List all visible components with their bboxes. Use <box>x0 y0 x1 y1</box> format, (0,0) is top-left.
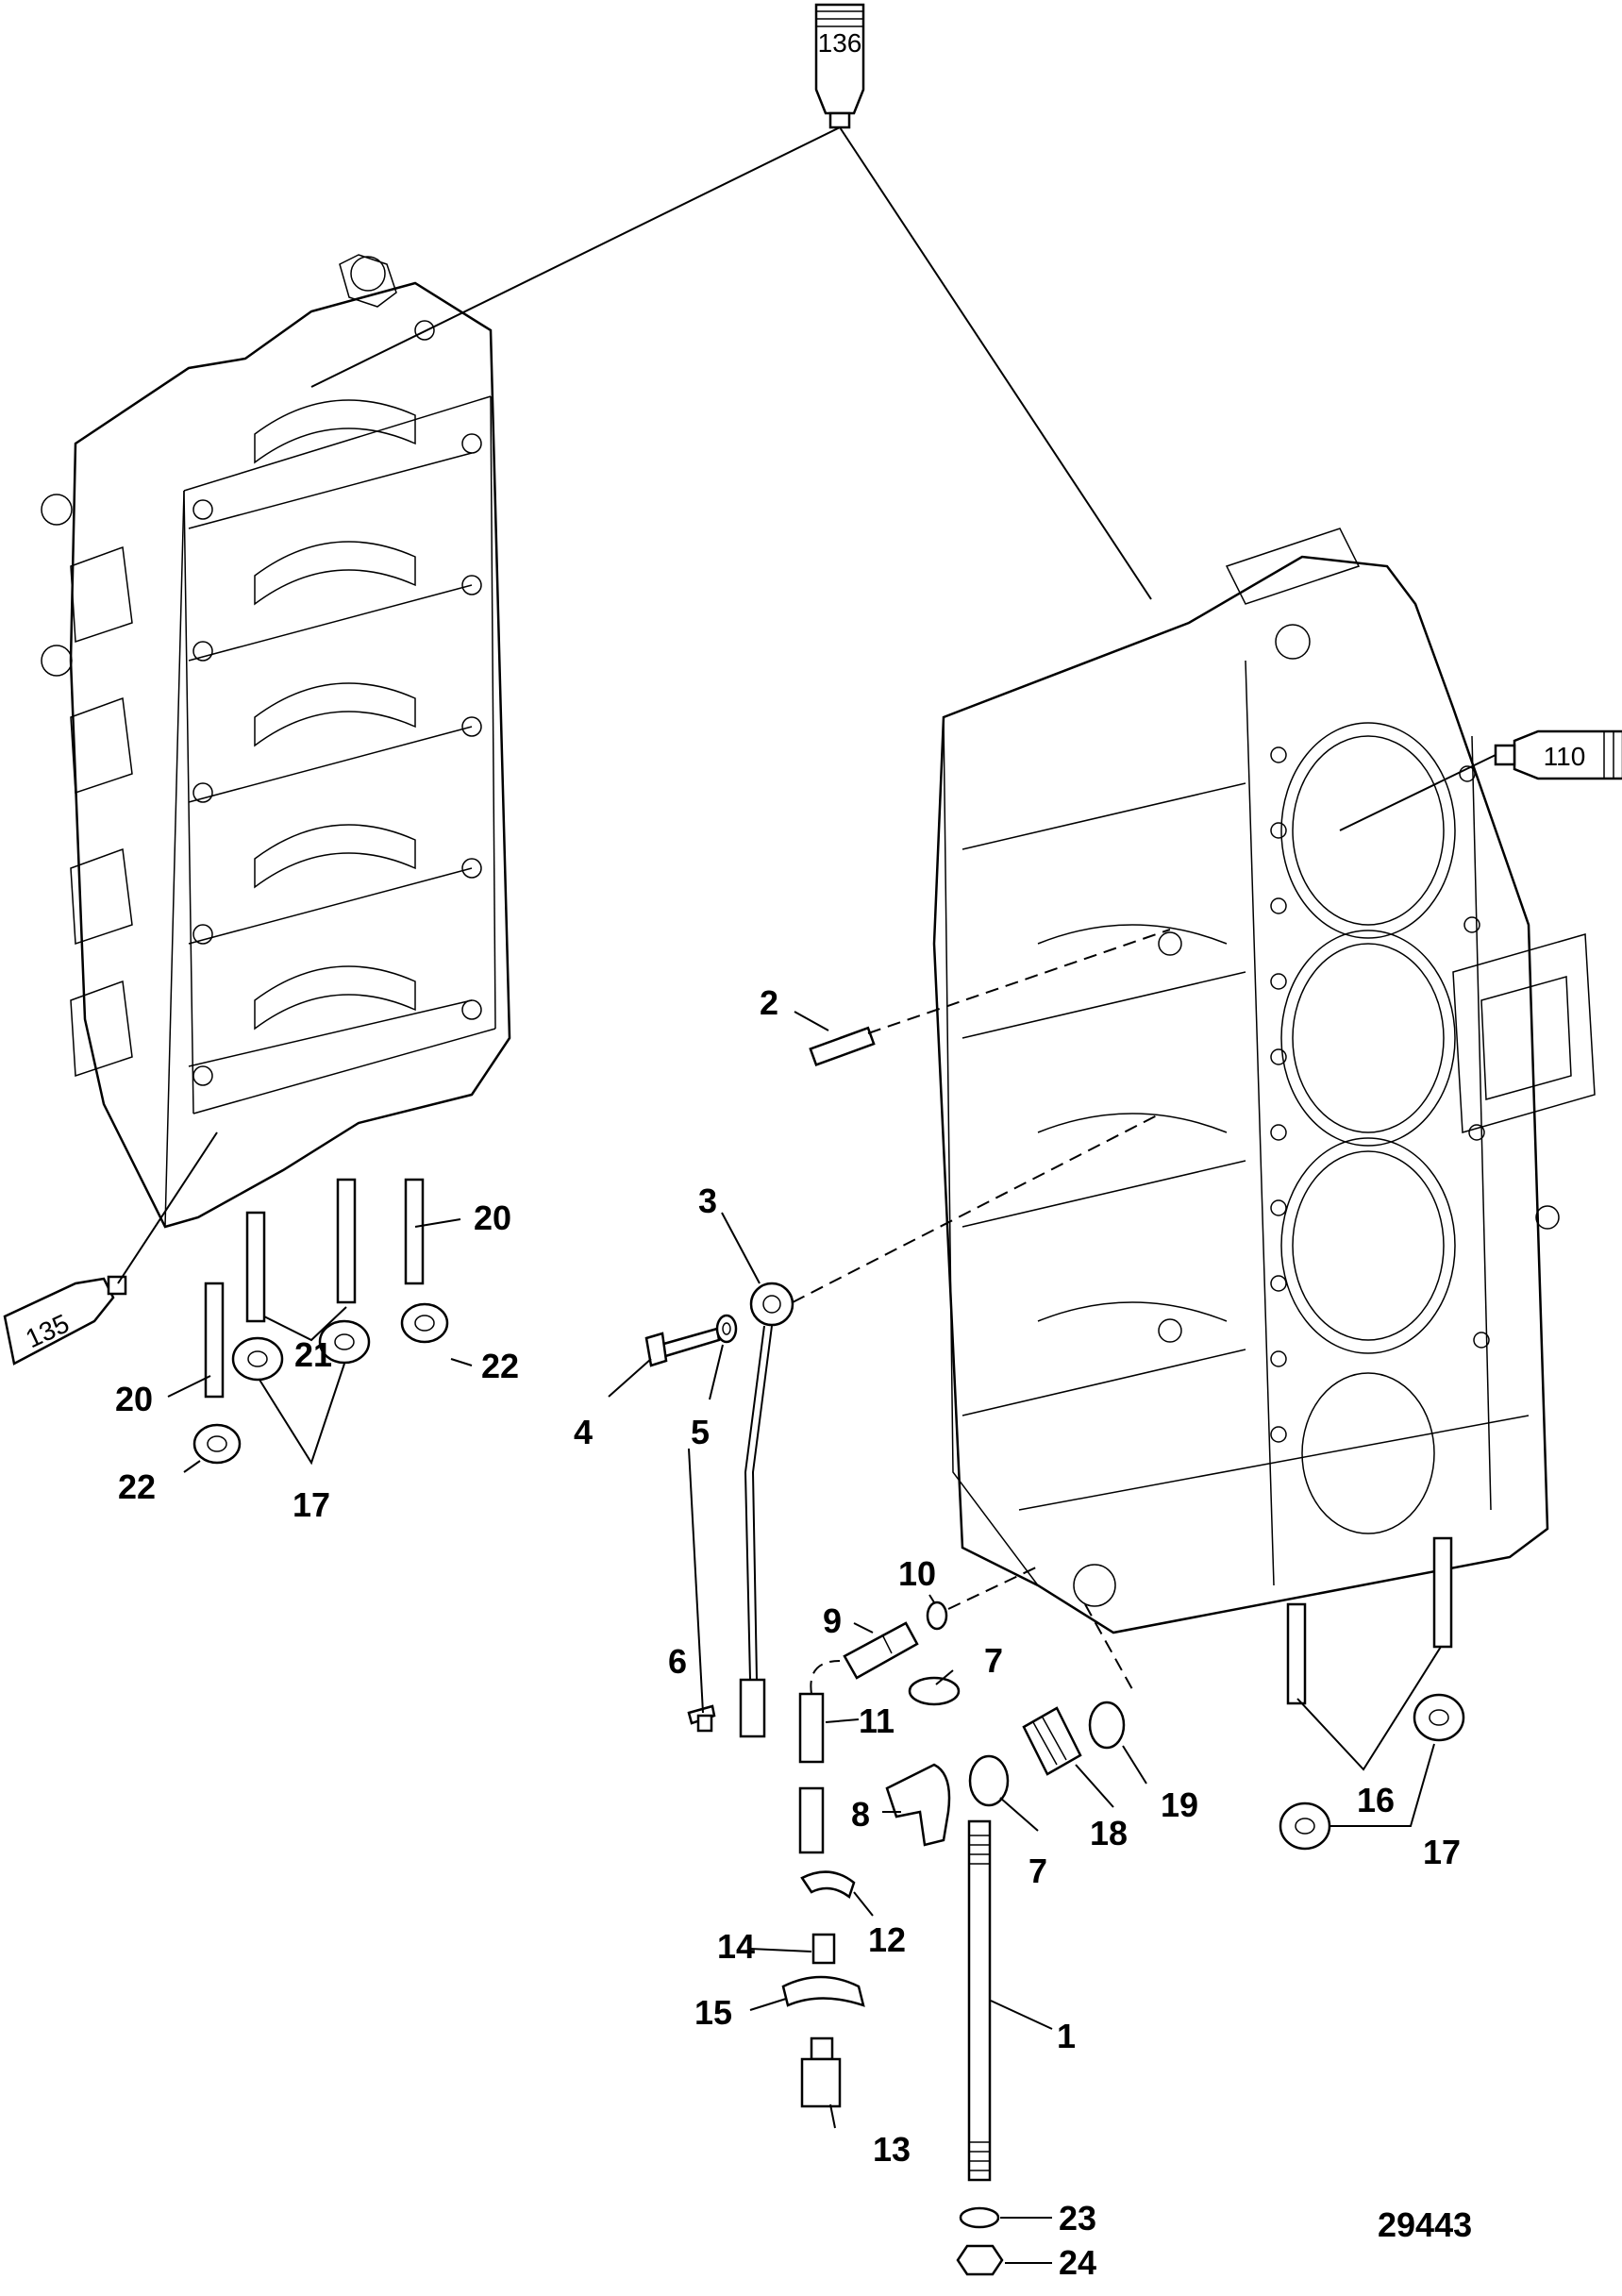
o-ring-19 <box>1088 1701 1126 1750</box>
callout-21: 21 <box>294 1335 332 1374</box>
tube-110-label: 110 <box>1544 742 1586 771</box>
callout-5: 5 <box>691 1413 710 1451</box>
callout-8: 8 <box>851 1795 870 1834</box>
callout-24: 24 <box>1059 2243 1096 2282</box>
callout-11: 11 <box>859 1701 895 1740</box>
callout-16: 16 <box>1357 1781 1395 1819</box>
long-stud <box>967 1819 992 2182</box>
flange-nuts-left <box>192 1302 449 1465</box>
callout-10: 10 <box>898 1554 936 1593</box>
sealant-tube-110: 110 <box>1494 729 1622 780</box>
hose <box>798 1660 841 1854</box>
callout-15: 15 <box>694 1993 732 2032</box>
small-fitting-14 <box>811 1933 836 1965</box>
callout-17a: 17 <box>293 1485 330 1524</box>
knock-sensor <box>739 1113 1162 1738</box>
screw <box>644 1327 721 1367</box>
callout-3: 3 <box>698 1182 717 1220</box>
callout-2: 2 <box>760 983 778 1022</box>
fitting-18-dash-line <box>1084 1603 1133 1690</box>
callout-9: 9 <box>823 1601 842 1640</box>
callout-17b: 17 <box>1423 1833 1461 1871</box>
callout-7a: 7 <box>984 1641 1003 1680</box>
callout-18: 18 <box>1090 1814 1128 1852</box>
callout-20b: 20 <box>115 1380 153 1418</box>
sealant-tube-136: 136 <box>814 3 865 129</box>
elbow <box>885 1763 951 1847</box>
crankcase-cover-illustration <box>41 254 511 1229</box>
callout-20a: 20 <box>474 1198 511 1237</box>
nut-24 <box>956 2244 1004 2276</box>
small-screw <box>687 1704 716 1733</box>
fitting-dash-line <box>947 1566 1039 1610</box>
temperature-sensor <box>800 2036 842 2108</box>
callout-1: 1 <box>1057 2017 1076 2055</box>
clamp-7a <box>908 1676 961 1706</box>
callout-leader-lines <box>167 1011 1442 2264</box>
sealant-leader-lines <box>117 126 1497 1284</box>
callout-numbers: 1 2 3 4 5 6 7 7 8 9 10 11 12 13 14 15 16… <box>115 983 1461 2282</box>
clamp-7b <box>968 1754 1010 1807</box>
studs-left <box>204 1178 425 1399</box>
cylinder-block-illustration <box>932 528 1596 1634</box>
callout-22a: 22 <box>481 1347 519 1385</box>
callout-7b: 7 <box>1028 1852 1047 1890</box>
callout-23: 23 <box>1059 2199 1096 2237</box>
tube-136-label: 136 <box>818 28 862 58</box>
bracket <box>781 1975 865 2007</box>
flange-nuts-right <box>1279 1693 1465 1851</box>
washer <box>715 1314 738 1344</box>
sealant-tube-135: 135 <box>3 1275 127 1366</box>
callout-14: 14 <box>717 1927 755 1966</box>
figure-number: 29443 <box>1378 2205 1472 2244</box>
callout-19: 19 <box>1161 1785 1198 1824</box>
fitting <box>843 1621 919 1680</box>
fitting-18 <box>1022 1706 1082 1776</box>
callout-22b: 22 <box>118 1467 156 1506</box>
callout-12: 12 <box>868 1920 906 1959</box>
washer-23 <box>959 2206 1000 2229</box>
clip <box>800 1870 856 1900</box>
callout-6: 6 <box>668 1642 687 1681</box>
dowel-pin <box>809 929 1171 1067</box>
o-ring-10 <box>926 1600 948 1631</box>
callout-4: 4 <box>574 1413 593 1451</box>
studs-right <box>1286 1536 1453 1705</box>
callout-13: 13 <box>873 2130 911 2169</box>
